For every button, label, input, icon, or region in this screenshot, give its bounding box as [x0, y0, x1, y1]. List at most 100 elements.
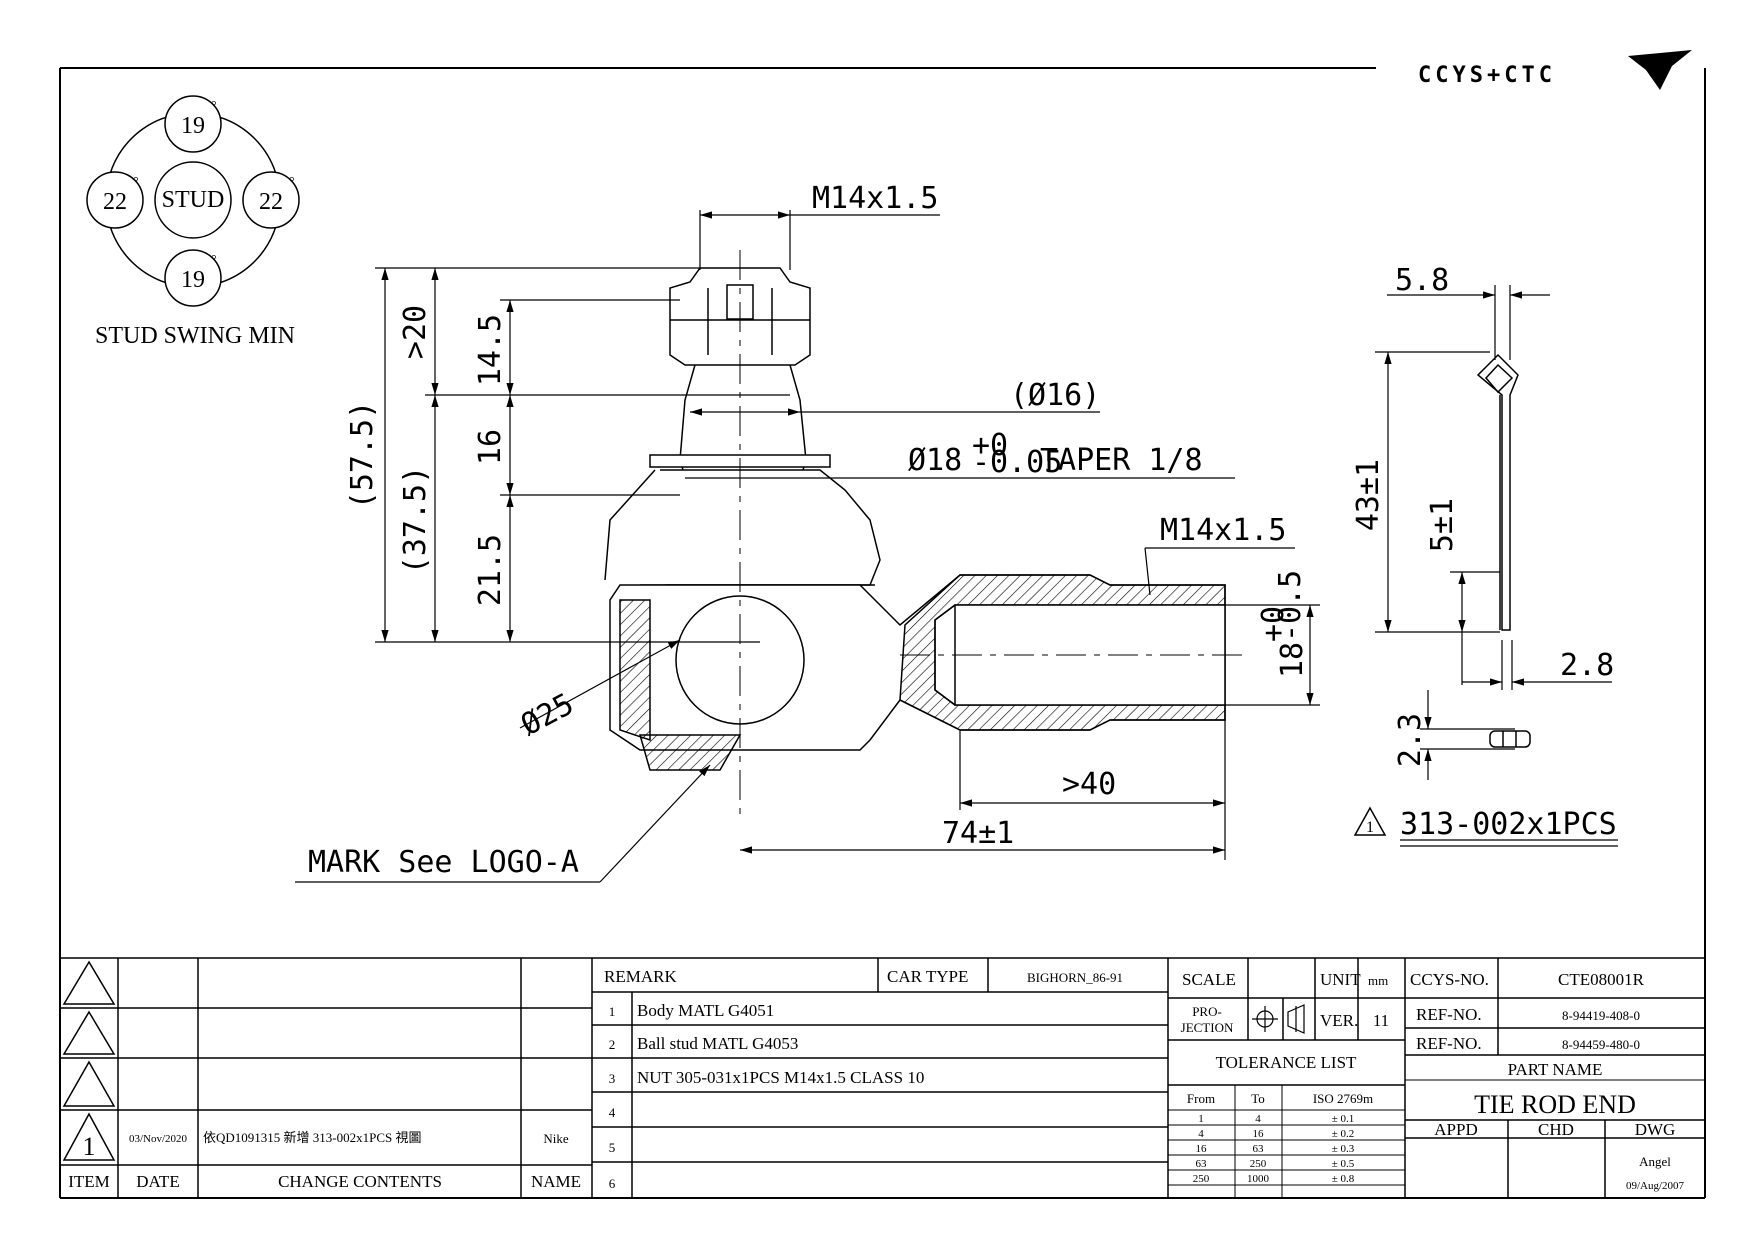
appd-label: APPD — [1434, 1120, 1477, 1139]
tol-header-from: From — [1187, 1091, 1215, 1106]
ref-number-1: 8-94419-408-0 — [1562, 1008, 1640, 1023]
swing-bottom-value: 19 — [181, 267, 205, 293]
dwg-date: 09/Aug/2007 — [1626, 1180, 1685, 1192]
tol-row-3-iso: ± 0.3 — [1332, 1143, 1355, 1155]
remark-4-number: 4 — [609, 1105, 616, 1120]
remark-2-text: Ball stud MATL G4053 — [637, 1034, 798, 1053]
dim-40: >40 — [1062, 767, 1116, 802]
unit-label: UNIT — [1320, 970, 1361, 989]
dim-37-5: (37.5) — [398, 466, 433, 574]
dim-21-5: 21.5 — [473, 534, 508, 606]
tol-row-5-to: 1000 — [1247, 1173, 1270, 1185]
swing-left-degree: ° — [133, 175, 139, 190]
tolerance-title: TOLERANCE LIST — [1216, 1053, 1357, 1072]
pin-dim-43: 43±1 — [1351, 459, 1386, 531]
revision-triangle-icon — [62, 1060, 116, 1107]
title-block-texts: 1 03/Nov/2020 依QD1091315 新增 313-002x1PCS… — [68, 967, 1684, 1192]
remark-1-text: Body MATL G4051 — [637, 1001, 774, 1020]
ver-label: VER. — [1320, 1011, 1358, 1030]
dim-16: 16 — [473, 429, 508, 465]
dim-74: 74±1 — [942, 816, 1014, 851]
tol-row-1-from: 1 — [1198, 1113, 1204, 1125]
revision-triangles — [62, 960, 116, 1161]
swing-bottom-circle — [164, 249, 222, 307]
pin-dim-5-8: 5.8 — [1395, 263, 1449, 298]
drawing-border — [59, 67, 1706, 1199]
dim-18-tol-up: +0 — [1256, 606, 1291, 642]
swing-right-circle — [242, 171, 300, 229]
tol-row-3-from: 16 — [1196, 1143, 1208, 1155]
tol-row-4-iso: ± 0.5 — [1332, 1158, 1355, 1170]
remark-3-number: 3 — [609, 1071, 616, 1086]
dim-thread-top: M14x1.5 — [812, 181, 938, 216]
dim-57-5: (57.5) — [345, 401, 380, 509]
dim-20: >20 — [398, 305, 433, 359]
dim-phi18-tol-dn: -0.05 — [972, 445, 1062, 480]
revision-row-4-date: 03/Nov/2020 — [129, 1133, 188, 1145]
dust-boot — [640, 469, 881, 586]
projection-label-1: PRO- — [1192, 1004, 1222, 1019]
swing-left-circle — [86, 171, 144, 229]
header-change-contents: CHANGE CONTENTS — [278, 1172, 442, 1191]
dim-18-tol-dn: -0.5 — [1273, 570, 1308, 642]
part-name-label: PART NAME — [1508, 1060, 1603, 1079]
swing-top-circle — [164, 95, 222, 153]
dwg-name: Angel — [1639, 1154, 1671, 1169]
company-logo: CCYS+CTC — [1418, 50, 1692, 90]
swing-top-value: 19 — [181, 113, 205, 139]
pin-part-number: 313-002x1PCS — [1400, 807, 1617, 842]
dim-phi16: (Ø16) — [1010, 378, 1100, 413]
pin-dim-2-3: 2.3 — [1393, 713, 1428, 767]
tol-row-5-iso: ± 0.8 — [1332, 1173, 1355, 1185]
pin-dim-2-8: 2.8 — [1560, 648, 1614, 683]
part-name: TIE ROD END — [1474, 1090, 1636, 1119]
revision-triangle-icon — [62, 1112, 116, 1161]
remark-6-number: 6 — [609, 1176, 616, 1191]
header-item: ITEM — [68, 1172, 110, 1191]
logo-emblem-icon — [1628, 50, 1692, 90]
swing-center-label: STUD — [162, 187, 225, 213]
remark-5-number: 5 — [609, 1140, 616, 1155]
tol-row-5-from: 250 — [1193, 1173, 1210, 1185]
stud-swing-diagram: 19 19 22 22 STUD ° ° ° ° STUD SWING MIN — [86, 95, 300, 349]
dim-phi25: Ø25 — [515, 687, 579, 743]
tol-row-2-from: 4 — [1198, 1128, 1204, 1140]
pin-dim-5: 5±1 — [1425, 498, 1460, 552]
tie-rod-end-view — [604, 250, 1250, 820]
swing-right-degree: ° — [289, 175, 295, 190]
dim-18: 18 — [1275, 642, 1310, 678]
tol-row-1-to: 4 — [1255, 1113, 1261, 1125]
swing-title: STUD SWING MIN — [95, 323, 295, 349]
ver-value: 11 — [1373, 1011, 1389, 1030]
chd-label: CHD — [1538, 1120, 1574, 1139]
dim-14-5: 14.5 — [473, 314, 508, 386]
unit-value: mm — [1368, 973, 1388, 988]
swing-left-value: 22 — [103, 189, 127, 215]
dim-phi18: Ø18 — [908, 443, 962, 478]
revision-triangle-icon — [1353, 806, 1387, 836]
revision-row-4-name: Nike — [543, 1131, 569, 1146]
logo-text: CCYS+CTC — [1418, 63, 1556, 88]
tol-row-4-from: 63 — [1196, 1158, 1208, 1170]
tol-row-4-to: 250 — [1250, 1158, 1267, 1170]
pin-end-view — [1489, 730, 1531, 748]
pin-revision-number: 1 — [1366, 819, 1374, 836]
ccys-number: CTE08001R — [1558, 970, 1645, 989]
projection-label-2: JECTION — [1181, 1020, 1234, 1035]
tol-row-2-iso: ± 0.2 — [1332, 1128, 1355, 1140]
dim-thread-side: M14x1.5 — [1160, 513, 1286, 548]
ref-label-1: REF-NO. — [1416, 1005, 1482, 1024]
projection-icon — [1252, 1004, 1305, 1034]
swing-center-circle — [154, 161, 232, 239]
swing-right-value: 22 — [259, 189, 283, 215]
cotter-pin-texts: 5.8 43±1 5±1 2.8 2.3 1 313-002x1PCS — [1351, 263, 1617, 842]
dimension-lines — [295, 210, 1320, 883]
cotter-pin-view — [1353, 285, 1618, 847]
tol-header-iso: ISO 2769m — [1313, 1091, 1373, 1106]
revision-triangle-icon — [62, 960, 116, 1005]
revision-row-4-number: 1 — [83, 1132, 96, 1161]
remark-label: REMARK — [604, 967, 677, 986]
ref-number-2: 8-94459-480-0 — [1562, 1037, 1640, 1052]
ref-label-2: REF-NO. — [1416, 1034, 1482, 1053]
